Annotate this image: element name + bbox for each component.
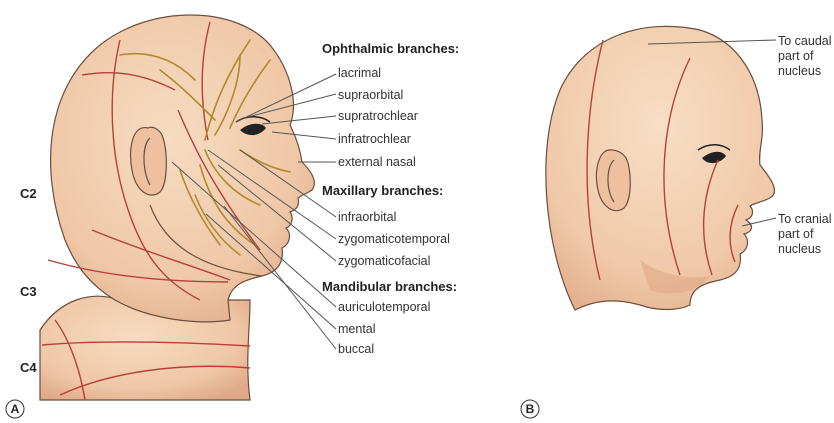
ophthalmic-branch-label: lacrimal xyxy=(338,66,381,80)
maxillary-branch-label: zygomaticofacial xyxy=(338,254,430,268)
cervical-label-c3: C3 xyxy=(20,284,37,299)
mandibular-heading: Mandibular branches: xyxy=(322,279,457,294)
ophthalmic-branch-label: infratrochlear xyxy=(338,132,411,146)
cervical-label-c4: C4 xyxy=(20,360,37,375)
caudal-label-line: part of xyxy=(778,49,814,63)
ophthalmic-branch-label: supratrochlear xyxy=(338,109,418,123)
panel-a-illustration xyxy=(40,15,314,400)
panel-a-label: A xyxy=(11,402,20,416)
mandibular-branch-label: mental xyxy=(338,322,376,336)
head-b xyxy=(546,26,775,310)
caudal-label-line: To caudal xyxy=(778,34,832,48)
cervical-label-c2: C2 xyxy=(20,186,37,201)
ophthalmic-branch-label: external nasal xyxy=(338,155,416,169)
cranial-label-line: To cranial xyxy=(778,212,832,226)
panel-b-badge: B xyxy=(521,400,539,418)
mandibular-branch-label: auriculotemporal xyxy=(338,300,430,314)
cranial-label-line: nucleus xyxy=(778,242,821,256)
panel-b-label: B xyxy=(526,402,535,416)
maxillary-heading: Maxillary branches: xyxy=(322,183,443,198)
panel-a-badge: A xyxy=(6,400,24,418)
panel-b-illustration xyxy=(546,26,775,310)
maxillary-branch-label: infraorbital xyxy=(338,210,396,224)
caudal-label-line: nucleus xyxy=(778,64,821,78)
ophthalmic-heading: Ophthalmic branches: xyxy=(322,41,459,56)
cranial-label-line: part of xyxy=(778,227,814,241)
maxillary-branch-label: zygomaticotemporal xyxy=(338,232,450,246)
ophthalmic-branch-label: supraorbital xyxy=(338,88,403,102)
mandibular-branch-label: buccal xyxy=(338,342,374,356)
